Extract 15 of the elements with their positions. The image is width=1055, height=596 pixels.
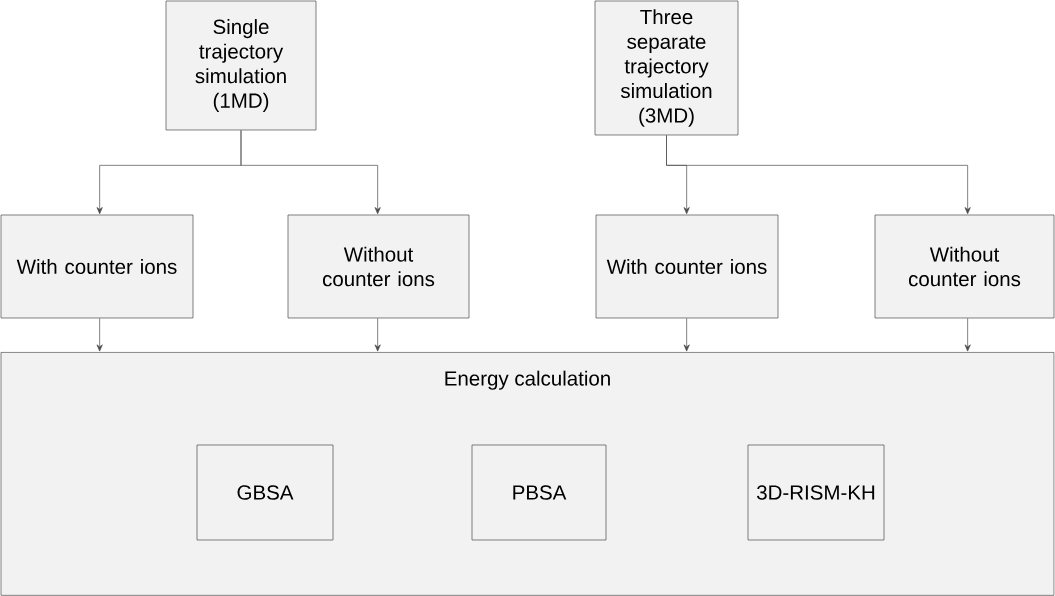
arrow <box>374 318 381 352</box>
process-box: Three separate trajectory simulation (3MD) <box>594 0 739 136</box>
arrow <box>240 130 381 215</box>
process-box: PBSA <box>471 444 607 541</box>
process-box: Without counter ions <box>287 214 470 319</box>
arrow <box>666 135 971 215</box>
arrow <box>96 318 103 352</box>
process-box: With counter ions <box>0 214 194 319</box>
arrow <box>964 318 971 352</box>
process-box: With counter ions <box>595 214 779 319</box>
arrow <box>683 318 690 352</box>
process-box: Without counter ions <box>874 214 1055 319</box>
process-box: Single trajectory simulation (1MD) <box>165 0 317 131</box>
process-box: GBSA <box>196 444 334 541</box>
process-box: 3D-RISM-KH <box>747 444 885 541</box>
